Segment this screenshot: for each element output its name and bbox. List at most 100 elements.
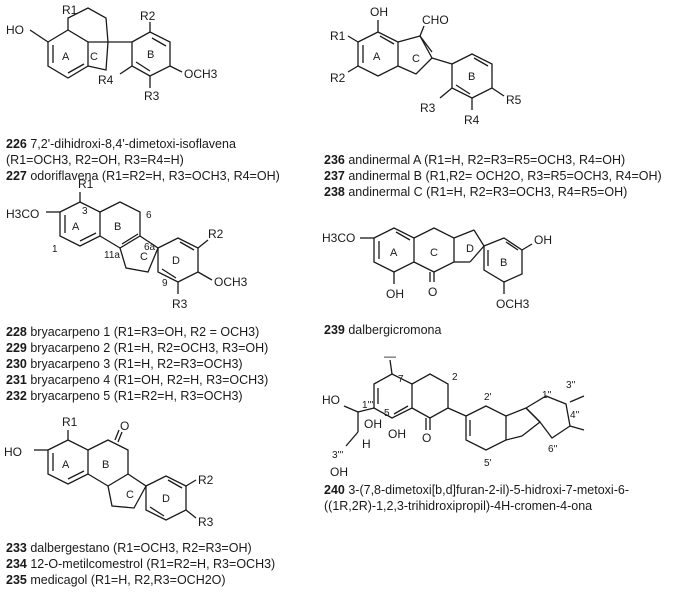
label-r1: R1: [62, 3, 78, 17]
compound-name: bryacarpeno 4 (R1=OH, R2=H, R3=OCH3): [30, 373, 269, 387]
compound-name: andinermal B (R1,R2= OCH2O, R3=R5=OCH3, …: [348, 169, 662, 183]
label-och3: OCH3: [214, 275, 248, 289]
label-ho: HO: [4, 445, 22, 459]
label-r3: R3: [420, 101, 436, 115]
compound-number: 228: [6, 325, 27, 339]
pos-6a: 6a: [144, 242, 156, 253]
compound-name: bryacarpeno 1 (R1=R3=OH, R2 = OCH3): [30, 325, 260, 339]
compound-number: 231: [6, 373, 27, 387]
pos-6: 6: [146, 210, 152, 221]
label-r4: R4: [98, 73, 114, 87]
label-h3co: H3CO: [6, 207, 39, 221]
compound-name: bryacarpeno 3 (R1=H, R2=R3=OCH3): [30, 357, 243, 371]
structure-226-bonds: [29, 7, 183, 88]
pos-11a: 11a: [104, 250, 120, 261]
ring-a-label: A: [62, 459, 70, 471]
label-ho: HO: [322, 393, 340, 407]
label-r1: R1: [330, 29, 346, 43]
caption-228: 228 bryacarpeno 1 (R1=R3=OH, R2 = OCH3): [6, 324, 259, 340]
caption-227: 227 odoriflavena (R1=R2=H, R3=OCH3, R4=O…: [6, 168, 280, 184]
label-r1: R1: [78, 177, 94, 191]
ring-b-label: B: [468, 71, 475, 83]
structure-239-bonds: [360, 227, 533, 294]
compound-number: 237: [324, 169, 345, 183]
compound-number: 226: [6, 137, 27, 151]
compound-number: 227: [6, 169, 27, 183]
ring-c-label: C: [412, 53, 420, 65]
label-o: O: [120, 419, 129, 433]
compound-number: 234: [6, 557, 27, 571]
ring-a-label: A: [72, 221, 80, 233]
ring-d-label: D: [466, 243, 474, 255]
label-methoxy: —: [384, 349, 396, 363]
label-oh-2: OH: [364, 417, 382, 431]
label-r3: R3: [144, 89, 160, 103]
compound-name: 3-(7,8-dimetoxi[b,d]furan-2-il)-5-hidrox…: [348, 483, 629, 497]
ring-c-label: C: [140, 251, 148, 263]
pos-6pp: 6'': [548, 444, 557, 455]
pos-3: 3: [82, 206, 88, 217]
compound-number: 240: [324, 483, 345, 497]
structure-236: OH CHO R1 R2 R3 R4 R5 A C B: [330, 5, 522, 127]
caption-226-substituents: (R1=OCH3, R2=OH, R3=R4=H): [6, 152, 184, 168]
caption-236: 236 andinermal A (R1=H, R2=R3=R5=OCH3, R…: [324, 152, 625, 168]
structure-233-bonds: [34, 429, 197, 521]
ring-c-label: C: [430, 247, 438, 259]
ring-a-label: A: [390, 247, 398, 259]
compound-name: dalbergicromona: [348, 323, 442, 337]
label-oh-5: OH: [386, 287, 404, 301]
pos-1: 1: [52, 244, 58, 255]
structure-233: HO R1 O R2 R3 A B C D: [4, 415, 214, 529]
compound-name: odoriflavena (R1=R2=H, R3=OCH3, R4=OH): [30, 169, 280, 183]
label-r5: R5: [506, 93, 522, 107]
label-h3co: H3CO: [322, 231, 355, 245]
compound-number: 229: [6, 341, 27, 355]
structure-239: H3CO OH O OH OCH3 A C D B: [322, 227, 552, 311]
pos-5: 5: [384, 408, 390, 419]
ring-d-label: D: [172, 255, 180, 267]
caption-238: 238 andinermal C (R1=H, R2=R3=OCH3, R4=R…: [324, 184, 627, 200]
pos-9: 9: [162, 278, 168, 289]
structure-226: HO R1 R2 R4 R3 OCH3 A C B: [6, 3, 218, 103]
label-oh-5: OH: [388, 427, 406, 441]
caption-239: 239 dalbergicromona: [324, 322, 441, 338]
pos-7: 7: [398, 374, 404, 385]
caption-232: 232 bryacarpeno 5 (R1=R2=H, R3=OCH3): [6, 388, 243, 404]
structure-236-bonds: [347, 20, 505, 110]
ring-b-label: B: [102, 459, 109, 471]
caption-240-cont: ((1R,2R)-1,2,3-trihidroxipropil)-4H-crom…: [324, 498, 592, 514]
caption-237: 237 andinermal B (R1,R2= OCH2O, R3=R5=OC…: [324, 168, 662, 184]
pos-3ppp: 3''': [332, 450, 343, 461]
compound-name: dalbergestano (R1=OCH3, R2=R3=OH): [30, 541, 252, 555]
label-r2: R2: [330, 71, 346, 85]
compound-number: 232: [6, 389, 27, 403]
compound-name: ((1R,2R)-1,2,3-trihidroxipropil)-4H-crom…: [324, 499, 593, 513]
compound-number: 239: [324, 323, 345, 337]
compound-number: 233: [6, 541, 27, 555]
compound-name: 7,2'-dihidroxi-8,4'-dimetoxi-isoflavena: [30, 137, 236, 151]
ring-c-label: C: [126, 489, 134, 501]
caption-234: 234 12-O-metilcomestrol (R1=R2=H, R3=OCH…: [6, 556, 275, 572]
compound-number: 235: [6, 573, 27, 587]
compound-number: 230: [6, 357, 27, 371]
label-r2: R2: [140, 9, 156, 23]
label-ho: HO: [6, 23, 24, 37]
label-oh: OH: [370, 5, 388, 19]
caption-229: 229 bryacarpeno 2 (R1=H, R2=OCH3, R3=OH): [6, 340, 268, 356]
ring-b-label: B: [147, 49, 154, 61]
compound-name: medicagol (R1=H, R2,R3=OCH2O): [30, 573, 226, 587]
ring-a-label: A: [373, 51, 381, 63]
caption-235: 235 medicagol (R1=H, R2,R3=OCH2O): [6, 572, 226, 588]
label-oh-3: OH: [330, 465, 348, 479]
label-och3: OCH3: [496, 297, 530, 311]
label-r3: R3: [198, 515, 214, 529]
label-r2: R2: [198, 473, 214, 487]
pos-1pp: 1'': [542, 390, 551, 401]
pos-2p: 2': [484, 392, 492, 403]
ring-a-label: A: [62, 51, 70, 63]
label-r2: R2: [208, 227, 224, 241]
ring-b-label: B: [500, 257, 507, 269]
compound-name: bryacarpeno 2 (R1=H, R2=OCH3, R3=OH): [30, 341, 269, 355]
pos-4pp: 4'': [570, 410, 579, 421]
structure-228-bonds: [46, 192, 213, 294]
